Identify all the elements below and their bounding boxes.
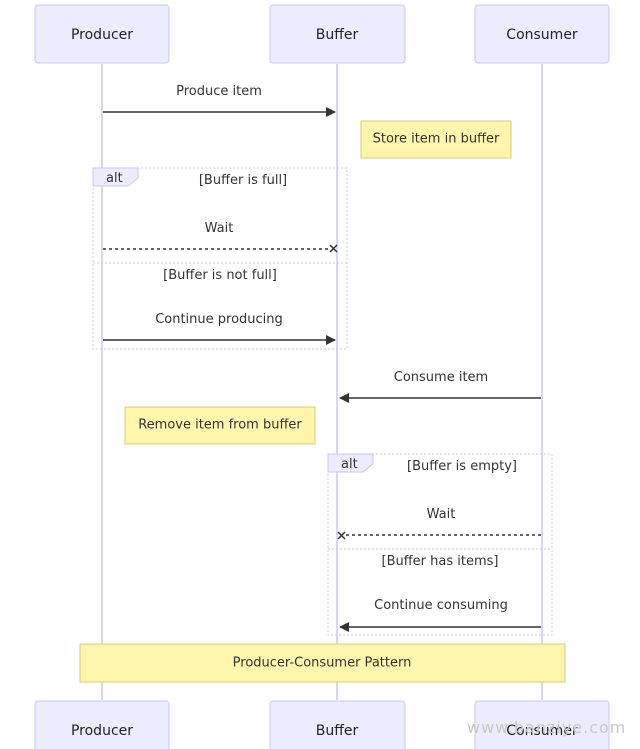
actor-buffer-top: Buffer: [269, 4, 406, 64]
note-store-item: Store item in buffer: [360, 120, 512, 159]
message-wait-producer-label: Wait: [205, 221, 234, 236]
alt-block-producer-tag: alt: [106, 171, 123, 186]
actor-producer-top: Producer: [34, 4, 170, 64]
message-continue-consuming-label: Continue consuming: [374, 598, 508, 613]
note-pattern-text: Producer-Consumer Pattern: [233, 656, 412, 671]
alt-condition-buffer-empty: [Buffer is empty]: [407, 459, 517, 474]
message-consume-item-label: Consume item: [394, 370, 488, 385]
alt-block-consumer: alt [Buffer is empty] [Buffer has items]: [327, 453, 553, 636]
note-pattern: Producer-Consumer Pattern: [79, 643, 566, 683]
note-remove-item: Remove item from buffer: [124, 406, 316, 445]
actor-consumer-bottom-label: Consumer: [506, 723, 578, 739]
alt-condition-buffer-has-items: [Buffer has items]: [382, 554, 499, 569]
cross-icon: [329, 244, 338, 253]
note-store-item-text: Store item in buffer: [373, 132, 500, 147]
alt-block-producer: alt [Buffer is full] [Buffer is not full…: [92, 167, 348, 350]
actor-buffer-bottom: Buffer: [269, 700, 406, 749]
actor-producer-bottom: Producer: [34, 700, 170, 749]
alt-block-consumer-tag: alt: [341, 457, 358, 472]
actor-consumer-top: Consumer: [474, 4, 610, 64]
alt-condition-buffer-full: [Buffer is full]: [199, 173, 287, 188]
message-wait-consumer-label: Wait: [427, 507, 456, 522]
actor-producer-label: Producer: [71, 27, 133, 43]
actor-producer-bottom-label: Producer: [71, 723, 133, 739]
cross-icon: [337, 531, 346, 540]
message-produce-item-label: Produce item: [176, 84, 262, 99]
actor-consumer-label: Consumer: [506, 27, 578, 43]
actor-buffer-bottom-label: Buffer: [316, 723, 359, 739]
actor-consumer-bottom: Consumer: [474, 700, 610, 749]
actor-buffer-label: Buffer: [316, 27, 359, 43]
note-remove-item-text: Remove item from buffer: [138, 418, 302, 433]
alt-condition-buffer-not-full: [Buffer is not full]: [163, 268, 277, 283]
message-continue-producing-label: Continue producing: [155, 312, 283, 327]
watermark: www.banziye.com: [467, 718, 626, 737]
